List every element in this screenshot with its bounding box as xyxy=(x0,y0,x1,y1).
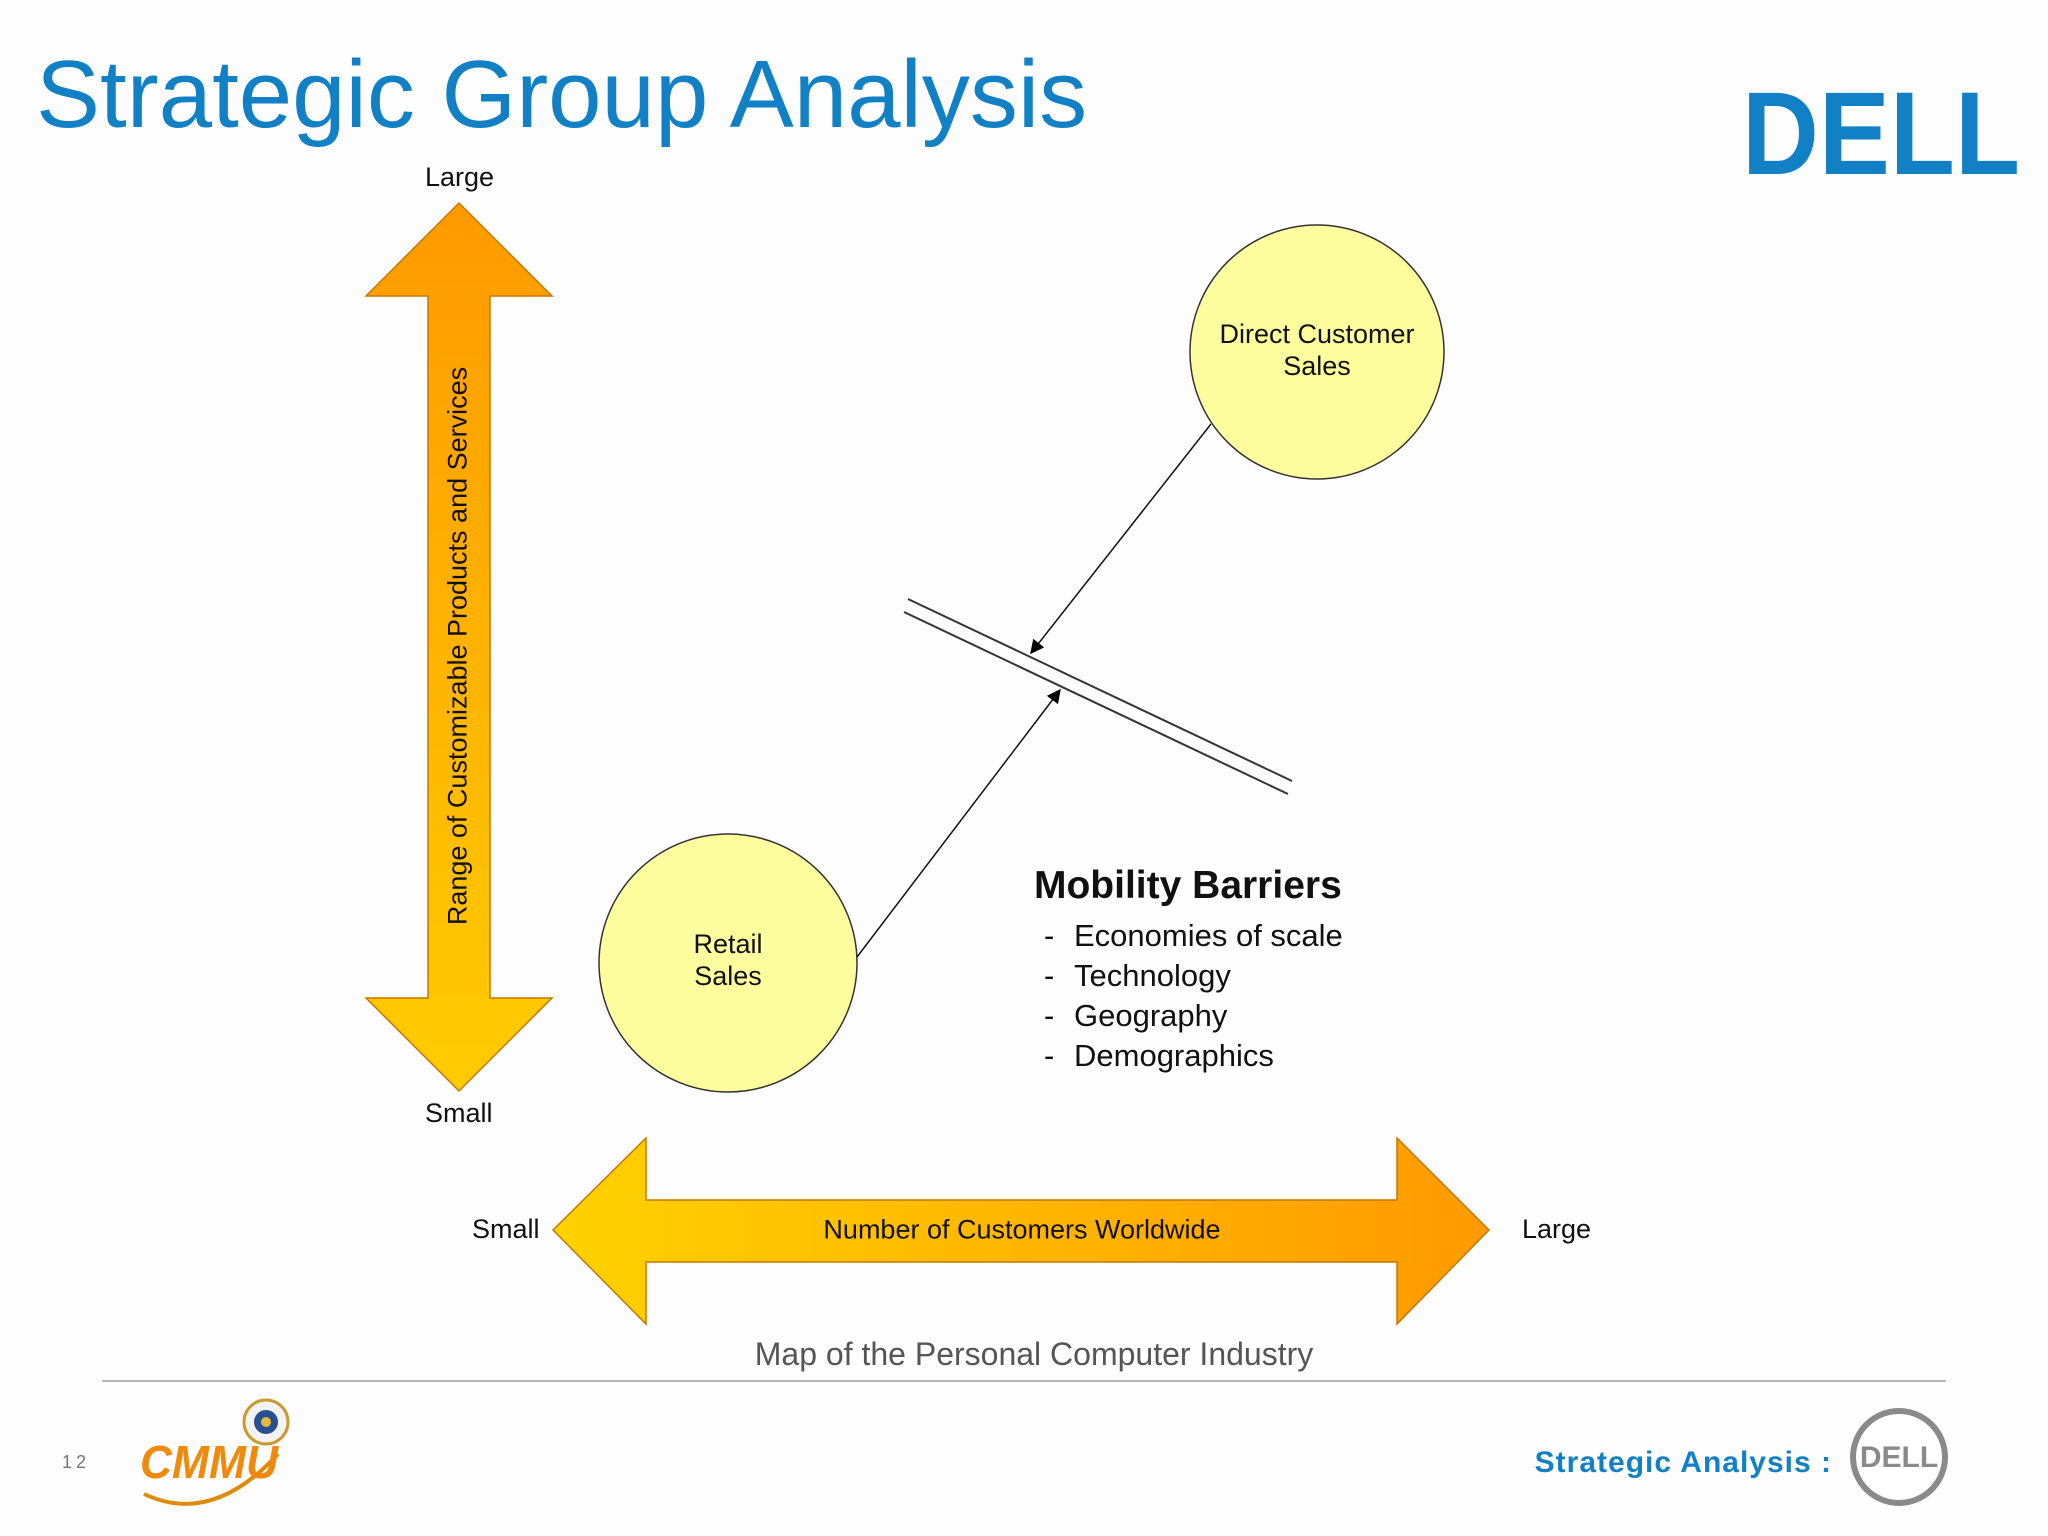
dell-logo: DELL xyxy=(1742,82,2020,184)
barrier-line-2 xyxy=(903,611,1289,795)
slide-title: Strategic Group Analysis xyxy=(36,41,1088,148)
barrier-line-1 xyxy=(907,598,1293,782)
group-circle-retail xyxy=(598,833,858,1093)
barrier-item: -Technology xyxy=(1044,958,1231,993)
group-circle-direct xyxy=(1189,224,1445,480)
dell-logo-text: DELL xyxy=(1742,82,2020,184)
barrier-item: -Geography xyxy=(1044,998,1228,1033)
horizontal-axis-title: Number of Customers Worldwide xyxy=(823,1214,1221,1245)
footer-divider xyxy=(102,1380,1946,1382)
diagram-caption: Map of the Personal Computer Industry xyxy=(754,1336,1314,1372)
mobility-barriers-list: -Economies of scale -Technology -Geograp… xyxy=(1034,916,1343,1076)
group-label-direct: Direct Customer Sales xyxy=(1219,319,1415,382)
cmmu-logo-text: CMMU xyxy=(140,1436,280,1488)
barrier-item: -Demographics xyxy=(1044,1038,1274,1073)
footer-dell-logo: DELL xyxy=(1850,1408,1948,1506)
vertical-axis-bottom-label: Small xyxy=(425,1098,493,1128)
cmmu-logo: CMMU xyxy=(140,1398,290,1506)
vertical-axis-arrow xyxy=(364,201,554,1093)
vertical-axis-top-label: Large xyxy=(425,162,495,192)
horizontal-axis-arrow xyxy=(551,1136,1491,1326)
mobility-barriers: Mobility Barriers -Economies of scale -T… xyxy=(1034,864,1343,1076)
mobility-barriers-title: Mobility Barriers xyxy=(1034,864,1342,907)
page-number: 12 xyxy=(62,1452,91,1472)
barrier-item: -Economies of scale xyxy=(1044,918,1343,953)
group-label-retail: Retail Sales xyxy=(693,929,763,992)
footer-dell-logo-text: DELL xyxy=(1860,1441,1938,1474)
horizontal-axis-left-label: Small xyxy=(472,1214,540,1244)
vertical-axis-title: Range of Customizable Products and Servi… xyxy=(442,366,473,926)
footer-title: Strategic Analysis : xyxy=(1534,1446,1832,1479)
arrow-retail-to-barrier xyxy=(856,688,1061,958)
horizontal-axis-right-label: Large xyxy=(1522,1214,1592,1244)
arrow-direct-to-barrier xyxy=(1030,423,1212,655)
